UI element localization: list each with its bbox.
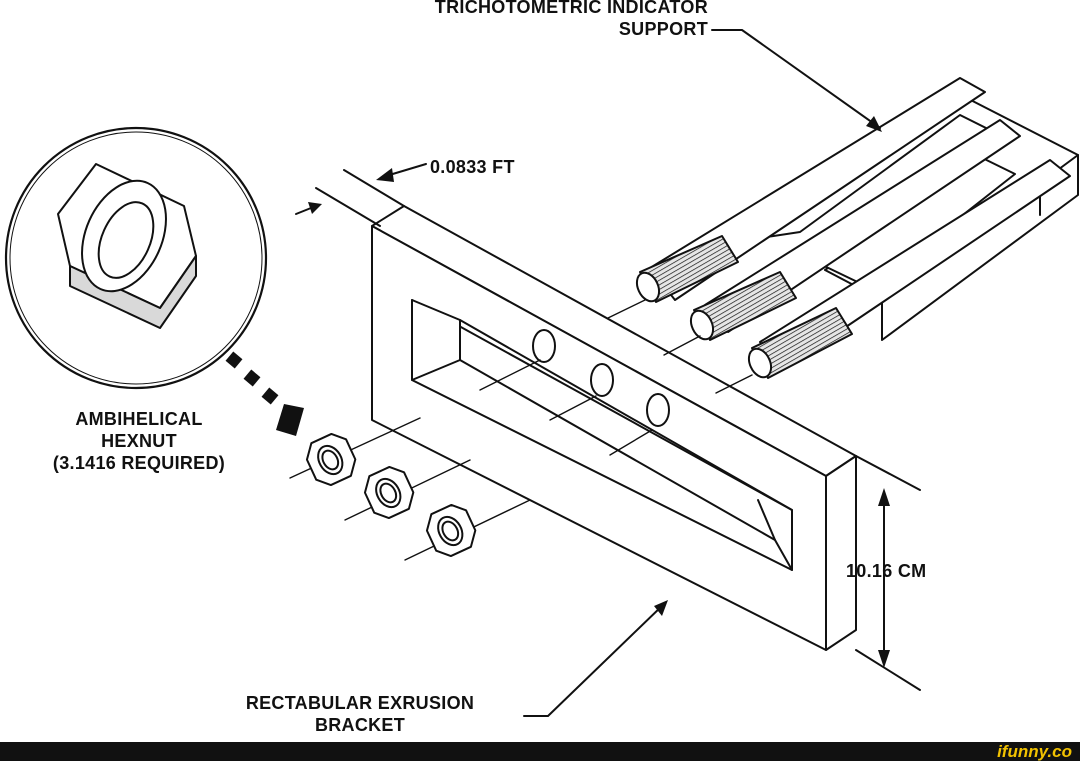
bracket-leader — [523, 600, 668, 717]
height-label: 10.16 CM — [846, 561, 927, 581]
callout-dashed-arrow — [225, 351, 304, 436]
ifunny-watermark: ifunny.co — [997, 742, 1072, 761]
thickness-dimension — [295, 163, 427, 227]
support-fork-front-edge — [881, 154, 1079, 341]
hexnut-label: AMBIHELICAL HEXNUT (3.1416 REQUIRED) — [14, 408, 264, 474]
hexnut-label-line3: (3.1416 REQUIRED) — [52, 453, 226, 473]
callout-hexnut-side — [69, 255, 197, 329]
hexnut-3 — [425, 503, 477, 558]
rod-end-1 — [635, 271, 661, 303]
bracket-label: RECTABULAR EXRUSION BRACKET — [190, 692, 530, 736]
bracket-label-line1: RECTABULAR EXRUSION — [245, 693, 475, 713]
hexnut-1 — [305, 432, 357, 487]
threaded-rod-ends — [635, 235, 853, 379]
hexnut-label-line2: HEXNUT — [101, 431, 177, 451]
bracket-right-face — [825, 455, 857, 651]
footer-bar: ifunny.co — [0, 742, 1080, 761]
hexnuts — [305, 432, 477, 558]
support-label-line1: TRICHOTOMETRIC INDICATOR — [434, 0, 708, 17]
hexnut-2 — [363, 465, 415, 520]
thickness-label: 0.0833 FT — [430, 157, 515, 177]
bracket-hole-3 — [646, 393, 670, 427]
rod-end-3 — [747, 347, 773, 379]
support-leader — [711, 29, 882, 132]
bracket-label-line2: BRACKET — [314, 715, 406, 735]
support-label: TRICHOTOMETRIC INDICATOR SUPPORT — [300, 0, 708, 40]
bracket-hole-2 — [590, 363, 614, 397]
height-dimension — [855, 455, 921, 691]
rod-end-2 — [689, 309, 715, 341]
bracket-hole-1 — [532, 329, 556, 363]
hexnut-label-line1: AMBIHELICAL — [75, 409, 203, 429]
support-label-line2: SUPPORT — [618, 19, 708, 39]
hexnut-detail-callout — [4, 126, 304, 436]
rectabular-extrusion-bracket — [371, 205, 857, 651]
